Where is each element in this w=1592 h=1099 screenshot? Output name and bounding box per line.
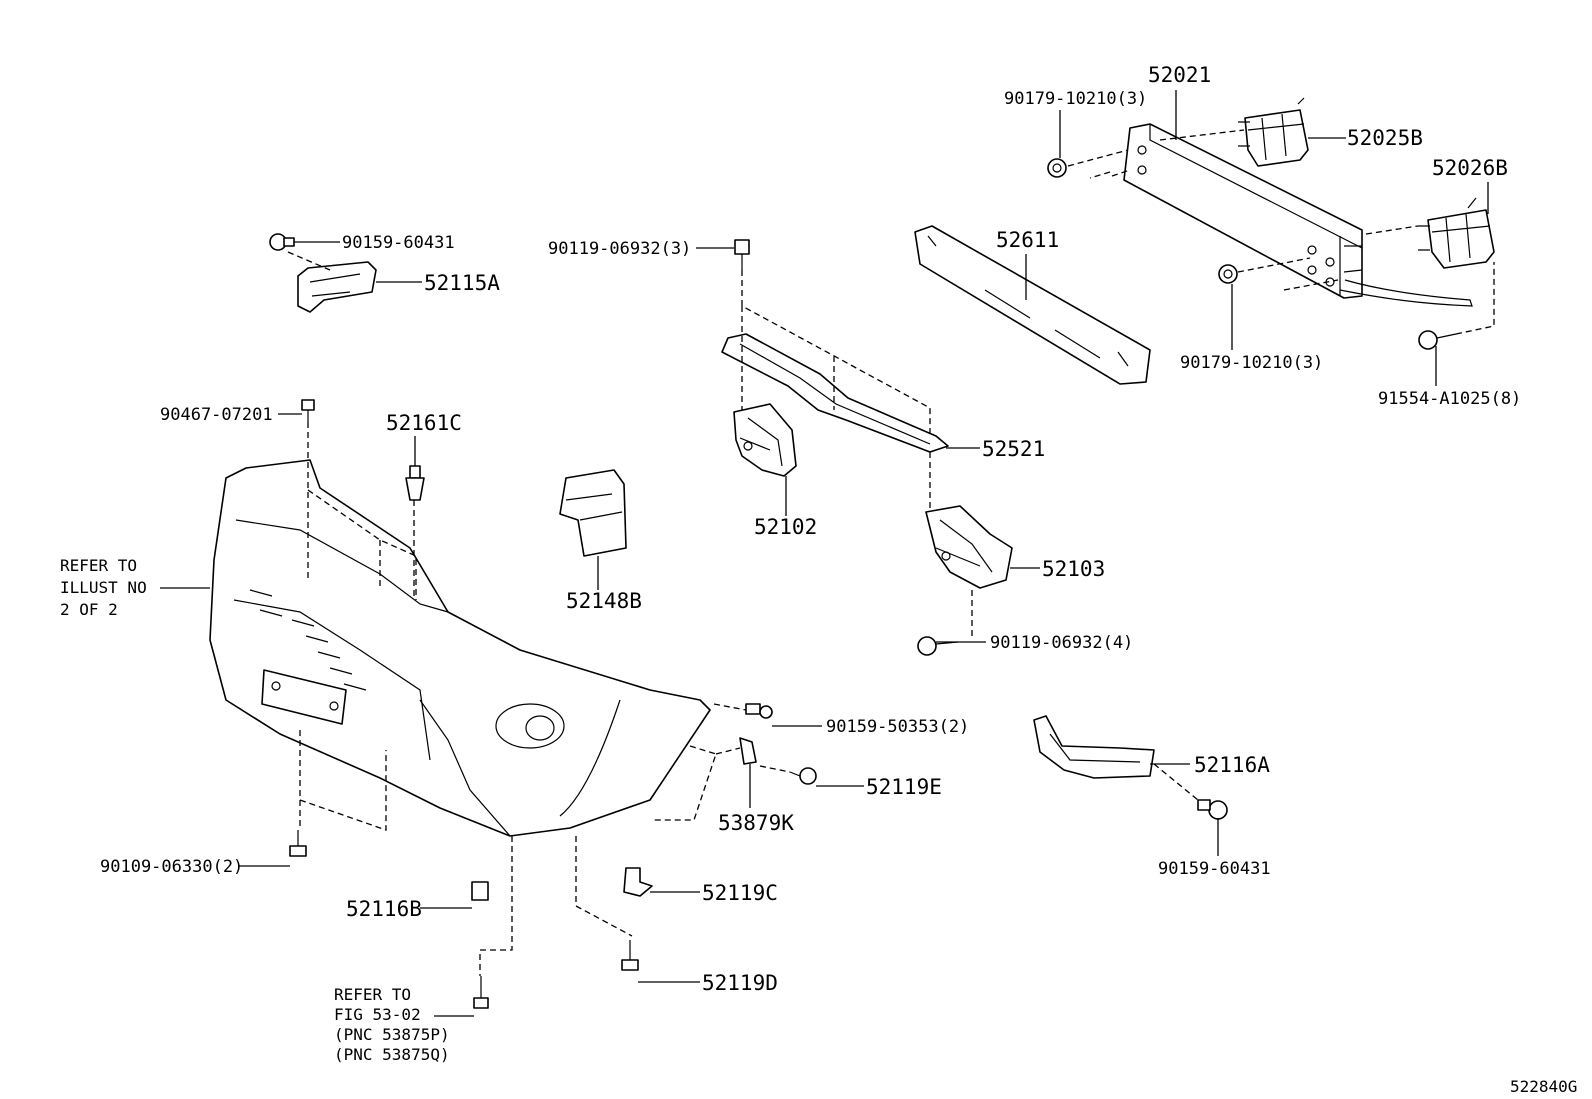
side-retainer-52115A bbox=[297, 261, 377, 313]
assembly-dashed-lines bbox=[287, 129, 1495, 976]
screw-90159-60431-bottom bbox=[1197, 799, 1228, 820]
label-90179-10210-bottom: 90179-10210(3) bbox=[1180, 353, 1323, 373]
nut-90179-top bbox=[1047, 158, 1067, 178]
bracket-52025B bbox=[1238, 97, 1309, 167]
front-bumper-cover bbox=[209, 459, 711, 837]
refer-fig-line-3: (PNC 53875P) bbox=[334, 1025, 450, 1044]
side-retainer-52116A bbox=[1033, 715, 1155, 779]
label-90159-60431-top: 90159-60431 bbox=[342, 233, 455, 253]
bolt-90109-06330 bbox=[289, 830, 307, 857]
clip-52161C bbox=[405, 465, 425, 501]
clip-53879K bbox=[739, 737, 757, 765]
clip-52116B bbox=[471, 881, 489, 901]
label-52103: 52103 bbox=[1042, 557, 1105, 581]
bracket-52102 bbox=[733, 403, 797, 477]
label-90159-50353: 90159-50353(2) bbox=[826, 717, 969, 737]
support-bracket-52521 bbox=[721, 333, 949, 453]
screw-52119E bbox=[789, 767, 817, 785]
label-52026B: 52026B bbox=[1432, 156, 1508, 180]
refer-illust-line-3: 2 OF 2 bbox=[60, 600, 118, 619]
diagram-code: 522840G bbox=[1510, 1077, 1577, 1096]
label-90179-10210-top: 90179-10210(3) bbox=[1004, 89, 1147, 109]
label-52116B: 52116B bbox=[346, 897, 422, 921]
label-90119-06932-4: 90119-06932(4) bbox=[990, 633, 1133, 653]
label-52021: 52021 bbox=[1148, 63, 1211, 87]
label-90119-06932-3: 90119-06932(3) bbox=[548, 239, 691, 259]
label-52119D: 52119D bbox=[702, 971, 778, 995]
label-52115A: 52115A bbox=[424, 271, 500, 295]
refer-illust-line-1: REFER TO bbox=[60, 556, 137, 575]
label-90109-06330: 90109-06330(2) bbox=[100, 857, 243, 877]
bumper-reinforcement-52021 bbox=[1123, 123, 1473, 307]
label-52102: 52102 bbox=[754, 515, 817, 539]
screw-52119D bbox=[621, 940, 639, 971]
label-52161C: 52161C bbox=[386, 411, 462, 435]
leader-lines bbox=[160, 90, 1489, 1017]
nut-90179-bottom bbox=[1218, 264, 1238, 284]
label-52116A: 52116A bbox=[1194, 753, 1270, 777]
label-52119C: 52119C bbox=[702, 881, 778, 905]
energy-absorber-52611 bbox=[914, 225, 1151, 385]
label-52521: 52521 bbox=[982, 437, 1045, 461]
bolt-90119-06932-3 bbox=[734, 239, 750, 270]
label-52148B: 52148B bbox=[566, 589, 642, 613]
refer-illust-line-2: ILLUST NO bbox=[60, 578, 147, 597]
label-53879K: 53879K bbox=[718, 811, 794, 835]
bracket-52148B bbox=[559, 469, 627, 557]
refer-fig-line-2: FIG 53-02 bbox=[334, 1005, 421, 1024]
label-52611: 52611 bbox=[996, 228, 1059, 252]
bolt-91554 bbox=[1418, 330, 1457, 350]
label-52119E: 52119E bbox=[866, 775, 942, 799]
clip-90467-07201 bbox=[301, 399, 315, 422]
label-91554-A1025: 91554-A1025(8) bbox=[1378, 389, 1521, 409]
nut-52119C bbox=[623, 867, 653, 897]
label-90159-60431-bottom: 90159-60431 bbox=[1158, 859, 1271, 879]
screw-refer-fig-53-02 bbox=[473, 976, 489, 1009]
bracket-52103 bbox=[925, 505, 1013, 589]
label-90467-07201: 90467-07201 bbox=[160, 405, 273, 425]
screw-90159-60431-top bbox=[269, 233, 295, 251]
bolt-90119-06932-4 bbox=[917, 636, 959, 656]
bracket-52026B bbox=[1418, 197, 1495, 269]
screw-90159-50353 bbox=[745, 703, 773, 719]
refer-fig-line-4: (PNC 53875Q) bbox=[334, 1045, 450, 1064]
label-52025B: 52025B bbox=[1347, 126, 1423, 150]
refer-fig-line-1: REFER TO bbox=[334, 985, 411, 1004]
